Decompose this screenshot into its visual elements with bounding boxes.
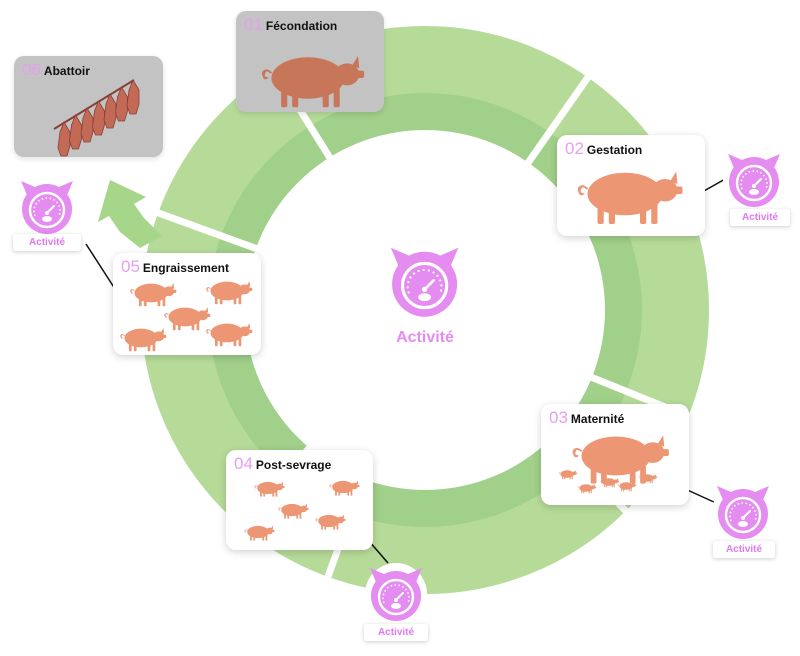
stage-number: 04: [234, 454, 253, 473]
sow-icon: [577, 171, 683, 224]
stage-title: Fécondation: [265, 19, 338, 33]
activity-badge-icon-post-sevrage: [365, 563, 427, 625]
stage-number: 05: [121, 257, 140, 276]
boar-icon: [261, 56, 365, 108]
activity-badge-icon-engraissement: [16, 176, 78, 238]
activity-badge-label-post-sevrage: Activité: [364, 624, 428, 641]
stage-number: 03: [549, 408, 568, 427]
connector-engraissement: [85, 243, 118, 293]
activity-badge-label-gestation: Activité: [730, 209, 790, 226]
stage-number: 01: [244, 15, 263, 34]
carcasses-icon: [53, 79, 140, 157]
sow-with-piglets-icon: [558, 435, 669, 494]
activity-badge-label-maternite: Activité: [713, 541, 775, 558]
activity-badge-icon-maternite: [712, 481, 774, 543]
arrow-to-abattoir: [98, 180, 162, 248]
activity-badge-label-engraissement: Activité: [13, 234, 81, 251]
stage-title: Gestation: [586, 143, 643, 157]
stage-number: 02: [565, 139, 584, 158]
center-activity-label: Activité: [396, 329, 454, 346]
stage-title: Abattoir: [43, 64, 90, 78]
stage-number: 06: [22, 60, 41, 79]
stage-title: Maternité: [570, 412, 625, 426]
stage-title: Engraissement: [142, 261, 229, 275]
fattening-pigs-icon: [120, 281, 253, 352]
center-activity-icon: [390, 247, 459, 317]
stage-title: Post-sevrage: [255, 458, 332, 472]
piglets-icon: [244, 480, 360, 541]
activity-badge-icon-gestation: [723, 149, 785, 211]
